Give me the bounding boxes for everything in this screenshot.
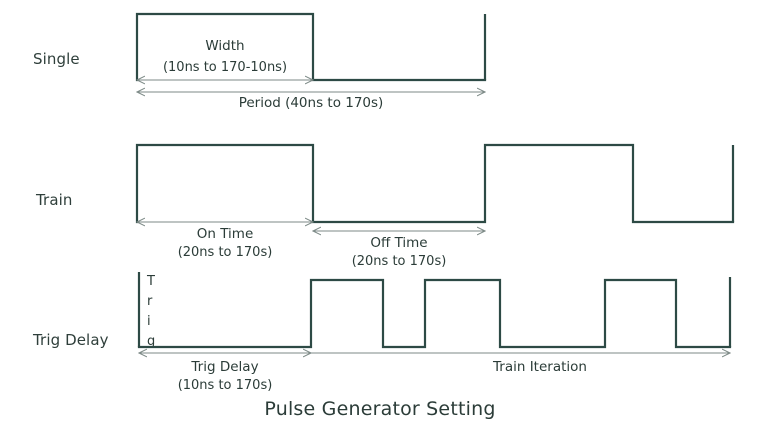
label-off-time-title: Off Time	[370, 235, 427, 251]
label-width-range: (10ns to 170-10ns)	[163, 60, 287, 75]
label-off-time-range: (20ns to 170s)	[352, 254, 447, 269]
dimension-off-time: Off Time (20ns to 170s)	[313, 231, 485, 269]
label-trig-delay-title: Trig Delay	[190, 359, 258, 375]
row-label-single: Single	[33, 50, 80, 68]
row-label-trig-delay: Trig Delay	[33, 331, 109, 349]
trig-letter-i: i	[147, 314, 151, 329]
waveform-train	[135, 143, 735, 224]
trigger-axis: T r i g	[137, 272, 155, 349]
trig-letter-g: g	[147, 334, 155, 349]
label-trig-delay-range: (10ns to 170s)	[178, 378, 273, 393]
label-width-title: Width	[205, 38, 244, 54]
dimension-width: Width (10ns to 170-10ns)	[137, 38, 313, 80]
label-on-time-range: (20ns to 170s)	[178, 245, 273, 260]
label-train-iteration: Train Iteration	[492, 359, 587, 375]
label-period: Period (40ns to 170s)	[239, 95, 384, 111]
dimension-period: Period (40ns to 170s)	[137, 92, 485, 111]
waveform-trig-delay	[137, 277, 732, 349]
waveform-single	[135, 12, 487, 82]
dimension-on-time: On Time (20ns to 170s)	[137, 222, 313, 260]
trig-letter-t: T	[146, 274, 155, 289]
dimension-trig-delay: Trig Delay (10ns to 170s)	[139, 353, 311, 393]
signal-trace-trig-delay	[137, 278, 732, 349]
signal-trace-train	[135, 143, 735, 224]
signal-trace-single	[135, 12, 487, 82]
dimension-train-iteration: Train Iteration	[311, 353, 730, 375]
trig-letter-r: r	[147, 294, 153, 309]
page-title: Pulse Generator Setting	[264, 398, 496, 420]
row-label-train: Train	[36, 191, 73, 209]
label-on-time-title: On Time	[197, 226, 254, 242]
